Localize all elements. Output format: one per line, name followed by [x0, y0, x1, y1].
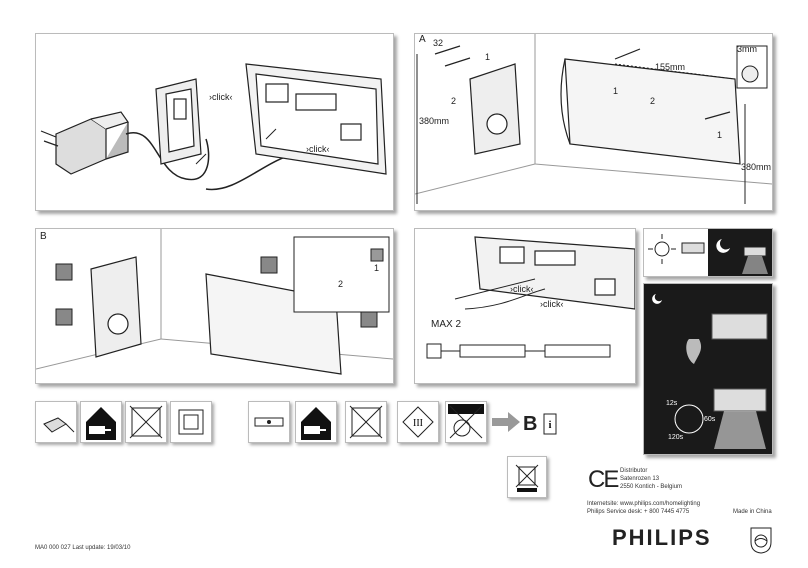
sensor-device-icon [90, 256, 142, 358]
panel-day-night [643, 228, 773, 277]
power-adapter-icon [40, 111, 129, 175]
icon-no-bathroom [345, 401, 387, 443]
light-bar-icon [711, 313, 768, 340]
philips-shield-icon [750, 527, 772, 554]
light-bar-icon [681, 242, 705, 254]
distributor-line3: 2550 Kontich - Belgium [620, 484, 683, 490]
step-1c: 1 [717, 130, 723, 140]
dim-155: 155mm [655, 62, 686, 72]
panel-motion-sensor: 12s 60s 120s [643, 283, 773, 455]
distributor-line2: Satenrozen 13 [620, 476, 660, 482]
cable-line [125, 131, 210, 181]
icon-indoor-house [80, 401, 122, 443]
wall-mount-device-icon [155, 78, 202, 165]
icon-indoor-house [295, 401, 337, 443]
screw-icon [434, 45, 731, 120]
icon-class-iii: III [397, 401, 439, 443]
distributor-web: Internetsite: www.philips.com/homelighti… [587, 501, 701, 507]
moon-icon [716, 239, 730, 253]
timer-120s: 120s [668, 434, 684, 441]
icon-no-lamp-replacement [445, 401, 487, 443]
step-2: 2 [338, 279, 344, 289]
moon-icon [652, 294, 662, 304]
icon-no-bathroom [125, 401, 167, 443]
svg-text:i: i [549, 420, 552, 431]
panel-connection: ›click‹ ›click‹ [35, 33, 394, 211]
dim-380-left: 380mm [419, 116, 450, 126]
light-bar-icon [245, 63, 387, 175]
sensor-device-icon [469, 63, 521, 155]
distributor-line1: Distributor [620, 468, 648, 474]
made-in: Made in China [733, 509, 772, 515]
dim-380-right: 380mm [741, 162, 772, 172]
detail-inset [293, 236, 390, 313]
click-label-top: ›click‹ [510, 284, 534, 294]
icon-adapter [35, 401, 77, 443]
step-1: 1 [374, 263, 380, 273]
panel-max-chain: ›click‹ ›click‹ MAX 2 [414, 228, 636, 384]
dim-32: 32 [433, 38, 444, 48]
timer-12s: 12s [666, 400, 678, 407]
step-1a: 1 [485, 52, 491, 62]
adhesive-pad-icon [55, 256, 378, 328]
icon-class-ii [170, 401, 212, 443]
arrow-right-icon [492, 412, 520, 432]
screw-detail-icon [741, 65, 759, 83]
hand-icon [686, 339, 702, 364]
ce-mark: CE [588, 466, 619, 493]
max-label: MAX 2 [431, 319, 462, 330]
light-bar-icon [474, 236, 635, 310]
panel-a-mounting: A 32 155mm 3mm 380mm 380mm 1 1 1 2 2 [414, 33, 773, 211]
brand-logo: PHILIPS [612, 525, 712, 550]
arrow-target-letter: B [523, 413, 538, 435]
panel-letter: A [419, 34, 426, 45]
timer-60s: 60s [704, 416, 716, 423]
dim-3mm: 3mm [737, 44, 757, 54]
timer-dial-icon [674, 404, 704, 434]
weee-bin-icon [507, 456, 547, 498]
panel-letter: B [40, 231, 47, 242]
document-code: MA0 000 027 Last update: 19/03/10 [35, 545, 131, 551]
step-2a: 2 [451, 96, 457, 106]
step-1b: 1 [613, 86, 619, 96]
manual-icon: i [543, 413, 557, 435]
light-bar-icon [564, 58, 741, 165]
distributor-service: Philips Service desk: + 800 7445 4775 [587, 509, 690, 515]
click-label-top: ›click‹ [209, 92, 233, 102]
step-2b: 2 [650, 96, 656, 106]
sun-icon [654, 241, 670, 257]
click-label-bottom: ›click‹ [540, 299, 564, 309]
svg-text:III: III [413, 418, 423, 429]
click-label-bottom: ›click‹ [306, 144, 330, 154]
panel-b-mounting: B 1 2 [35, 228, 394, 384]
chain-diagram [426, 343, 611, 359]
icon-light-bar [248, 401, 290, 443]
